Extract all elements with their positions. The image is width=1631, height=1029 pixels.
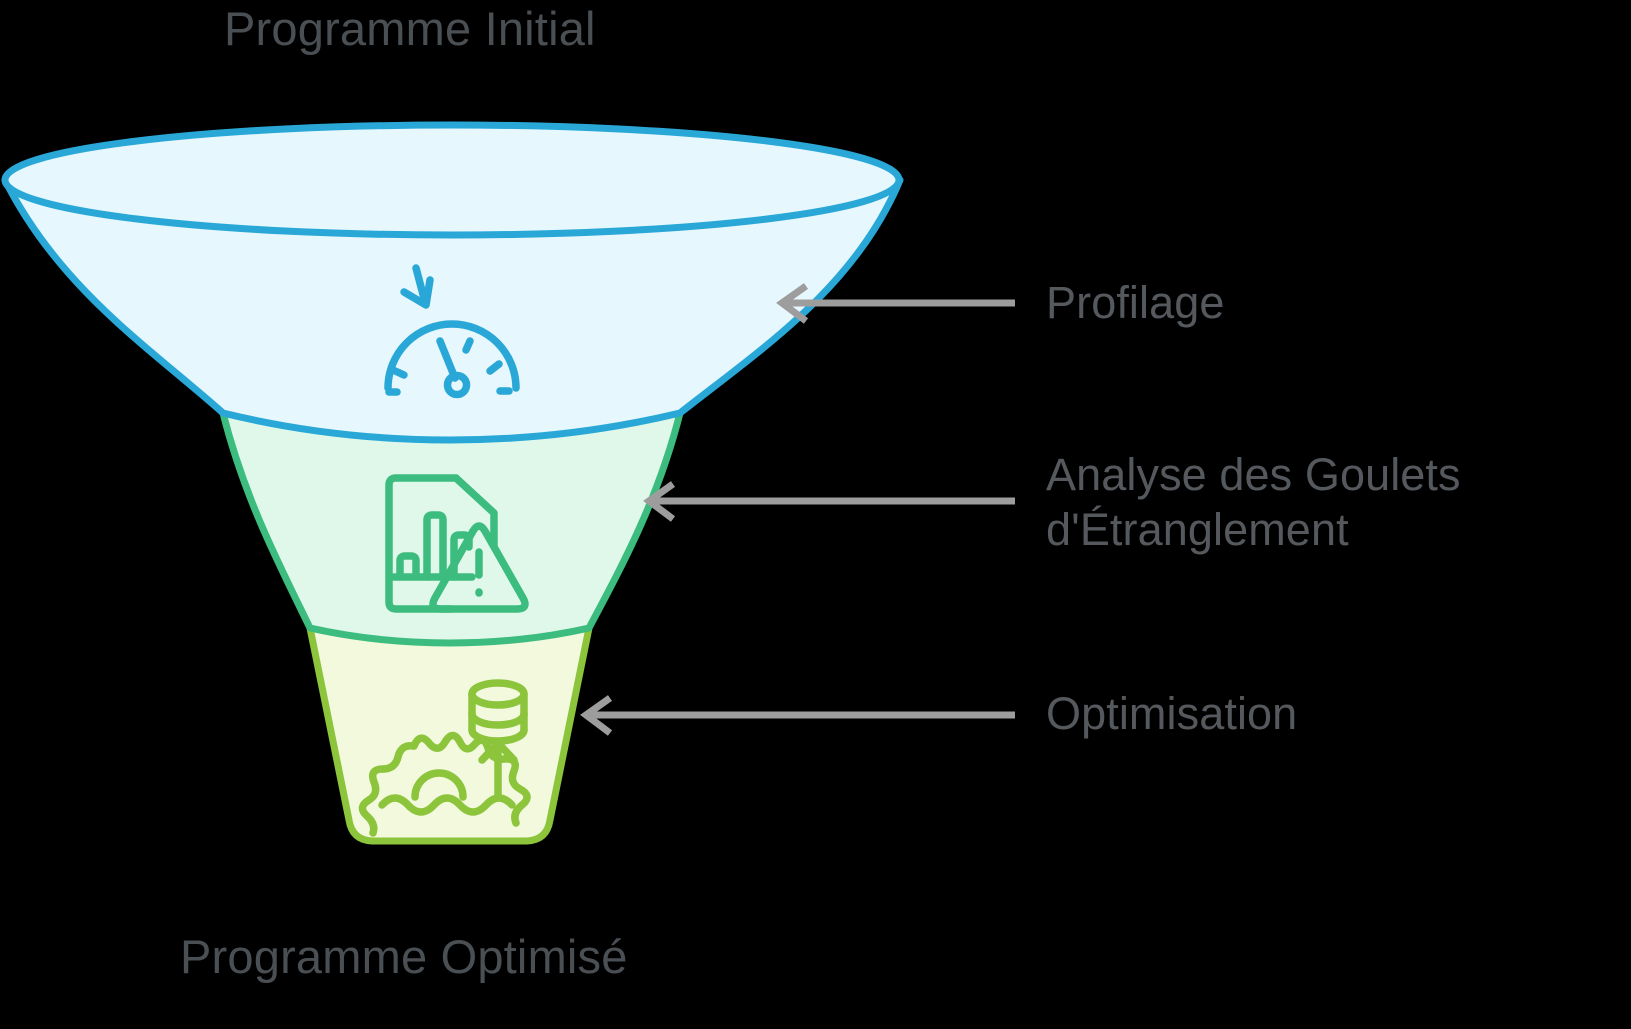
gauge-arrow-down-icon [384,264,520,399]
gear-waves-database-arrow-up-icon [358,679,531,837]
stage-label-bottleneck-line1: Analyse des Goulets [1046,449,1461,500]
pointer-arrows [580,283,1015,736]
stage-label-bottleneck-line2: d'Étranglement [1046,503,1349,555]
funnel-rim-ellipse [1,121,903,239]
stage-label-optimisation[interactable]: Optimisation [1046,688,1298,739]
funnel-section-profilage[interactable] [1,121,904,444]
pointer-arrow-bottleneck [643,481,1015,522]
pointer-arrow-optimisation [580,695,1015,736]
page-title-top: Programme Initial [224,2,596,55]
document-bar-chart-warning-icon [385,474,529,613]
page-title-bottom: Programme Optimisé [180,930,628,983]
stage-label-bottleneck[interactable]: Analyse des Goulets d'Étranglement [1046,448,1631,558]
pointer-arrow-profilage [776,283,1015,324]
stage-label-profilage[interactable]: Profilage [1046,277,1225,328]
